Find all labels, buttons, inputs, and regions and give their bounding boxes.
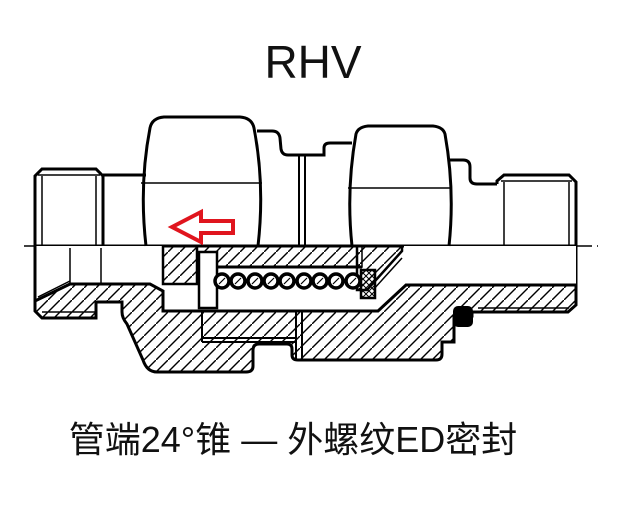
right-neck-outline — [448, 158, 497, 186]
poppet-head — [161, 244, 199, 286]
ed-seal — [453, 306, 473, 327]
spring-coil-hatch — [218, 277, 357, 285]
mid-neck-outline — [257, 129, 352, 157]
left-stud-thread-lines — [38, 174, 100, 246]
right-stud-thread-lines — [501, 180, 572, 246]
mid-joint-lines — [298, 155, 306, 246]
left-stud-outline — [33, 167, 105, 246]
body-joint-lines — [201, 311, 303, 360]
diagram-caption: 管端24°锥 — 外螺纹ED密封 — [69, 419, 517, 460]
right-stud-outline — [495, 173, 578, 246]
section-detail-lines — [37, 248, 569, 313]
hex2-outline — [348, 124, 453, 247]
upper-outline — [33, 115, 578, 247]
valve-seat-chamfer-line — [372, 257, 403, 291]
hex1-outline — [141, 115, 263, 247]
spring — [213, 272, 362, 290]
diagram-title: RHV — [264, 36, 361, 88]
bore-cavity-edge — [33, 246, 576, 313]
spring-seat-washer — [359, 268, 377, 300]
flow-direction-arrow-icon — [167, 208, 235, 246]
poppet-sleeve — [196, 245, 363, 268]
valve-internals — [161, 244, 473, 327]
